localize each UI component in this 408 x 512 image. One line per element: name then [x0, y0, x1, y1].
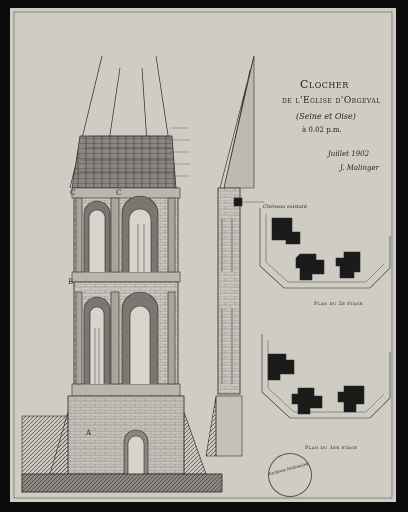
drawing-sheet: Clocher de l'Eglise d'Orgeval (Seine et … — [10, 8, 396, 502]
section-mark-c-left: C — [70, 189, 76, 197]
plan-upper-caption: Plan du 2e étage — [314, 301, 364, 307]
plan-1st-floor — [261, 334, 391, 419]
title-line-2: de l'Eglise d'Orgeval — [282, 96, 381, 106]
annotation-note: Chéneau existant — [263, 204, 308, 210]
plan-lower-caption: Plan du 1er étage — [305, 445, 358, 451]
upper-belfry — [71, 187, 181, 283]
bell-tower-elevation-drawing — [13, 11, 393, 499]
spire — [69, 55, 190, 189]
plan-2nd-floor — [259, 208, 391, 289]
title-line-1: Clocher — [300, 78, 349, 91]
signature: J. Malinger — [340, 164, 380, 172]
section-mark-a: A — [86, 429, 92, 437]
scale-label: à 0.02 p.m. — [302, 126, 342, 134]
title-line-3: (Seine et Oise) — [296, 112, 356, 121]
section-mark-c-right: C — [116, 189, 122, 197]
tower-base — [21, 395, 223, 493]
lower-belfry — [71, 281, 181, 397]
date-label: Juillet 1902 — [328, 150, 370, 158]
side-elevation — [205, 55, 255, 457]
section-mark-b: B — [68, 278, 74, 286]
